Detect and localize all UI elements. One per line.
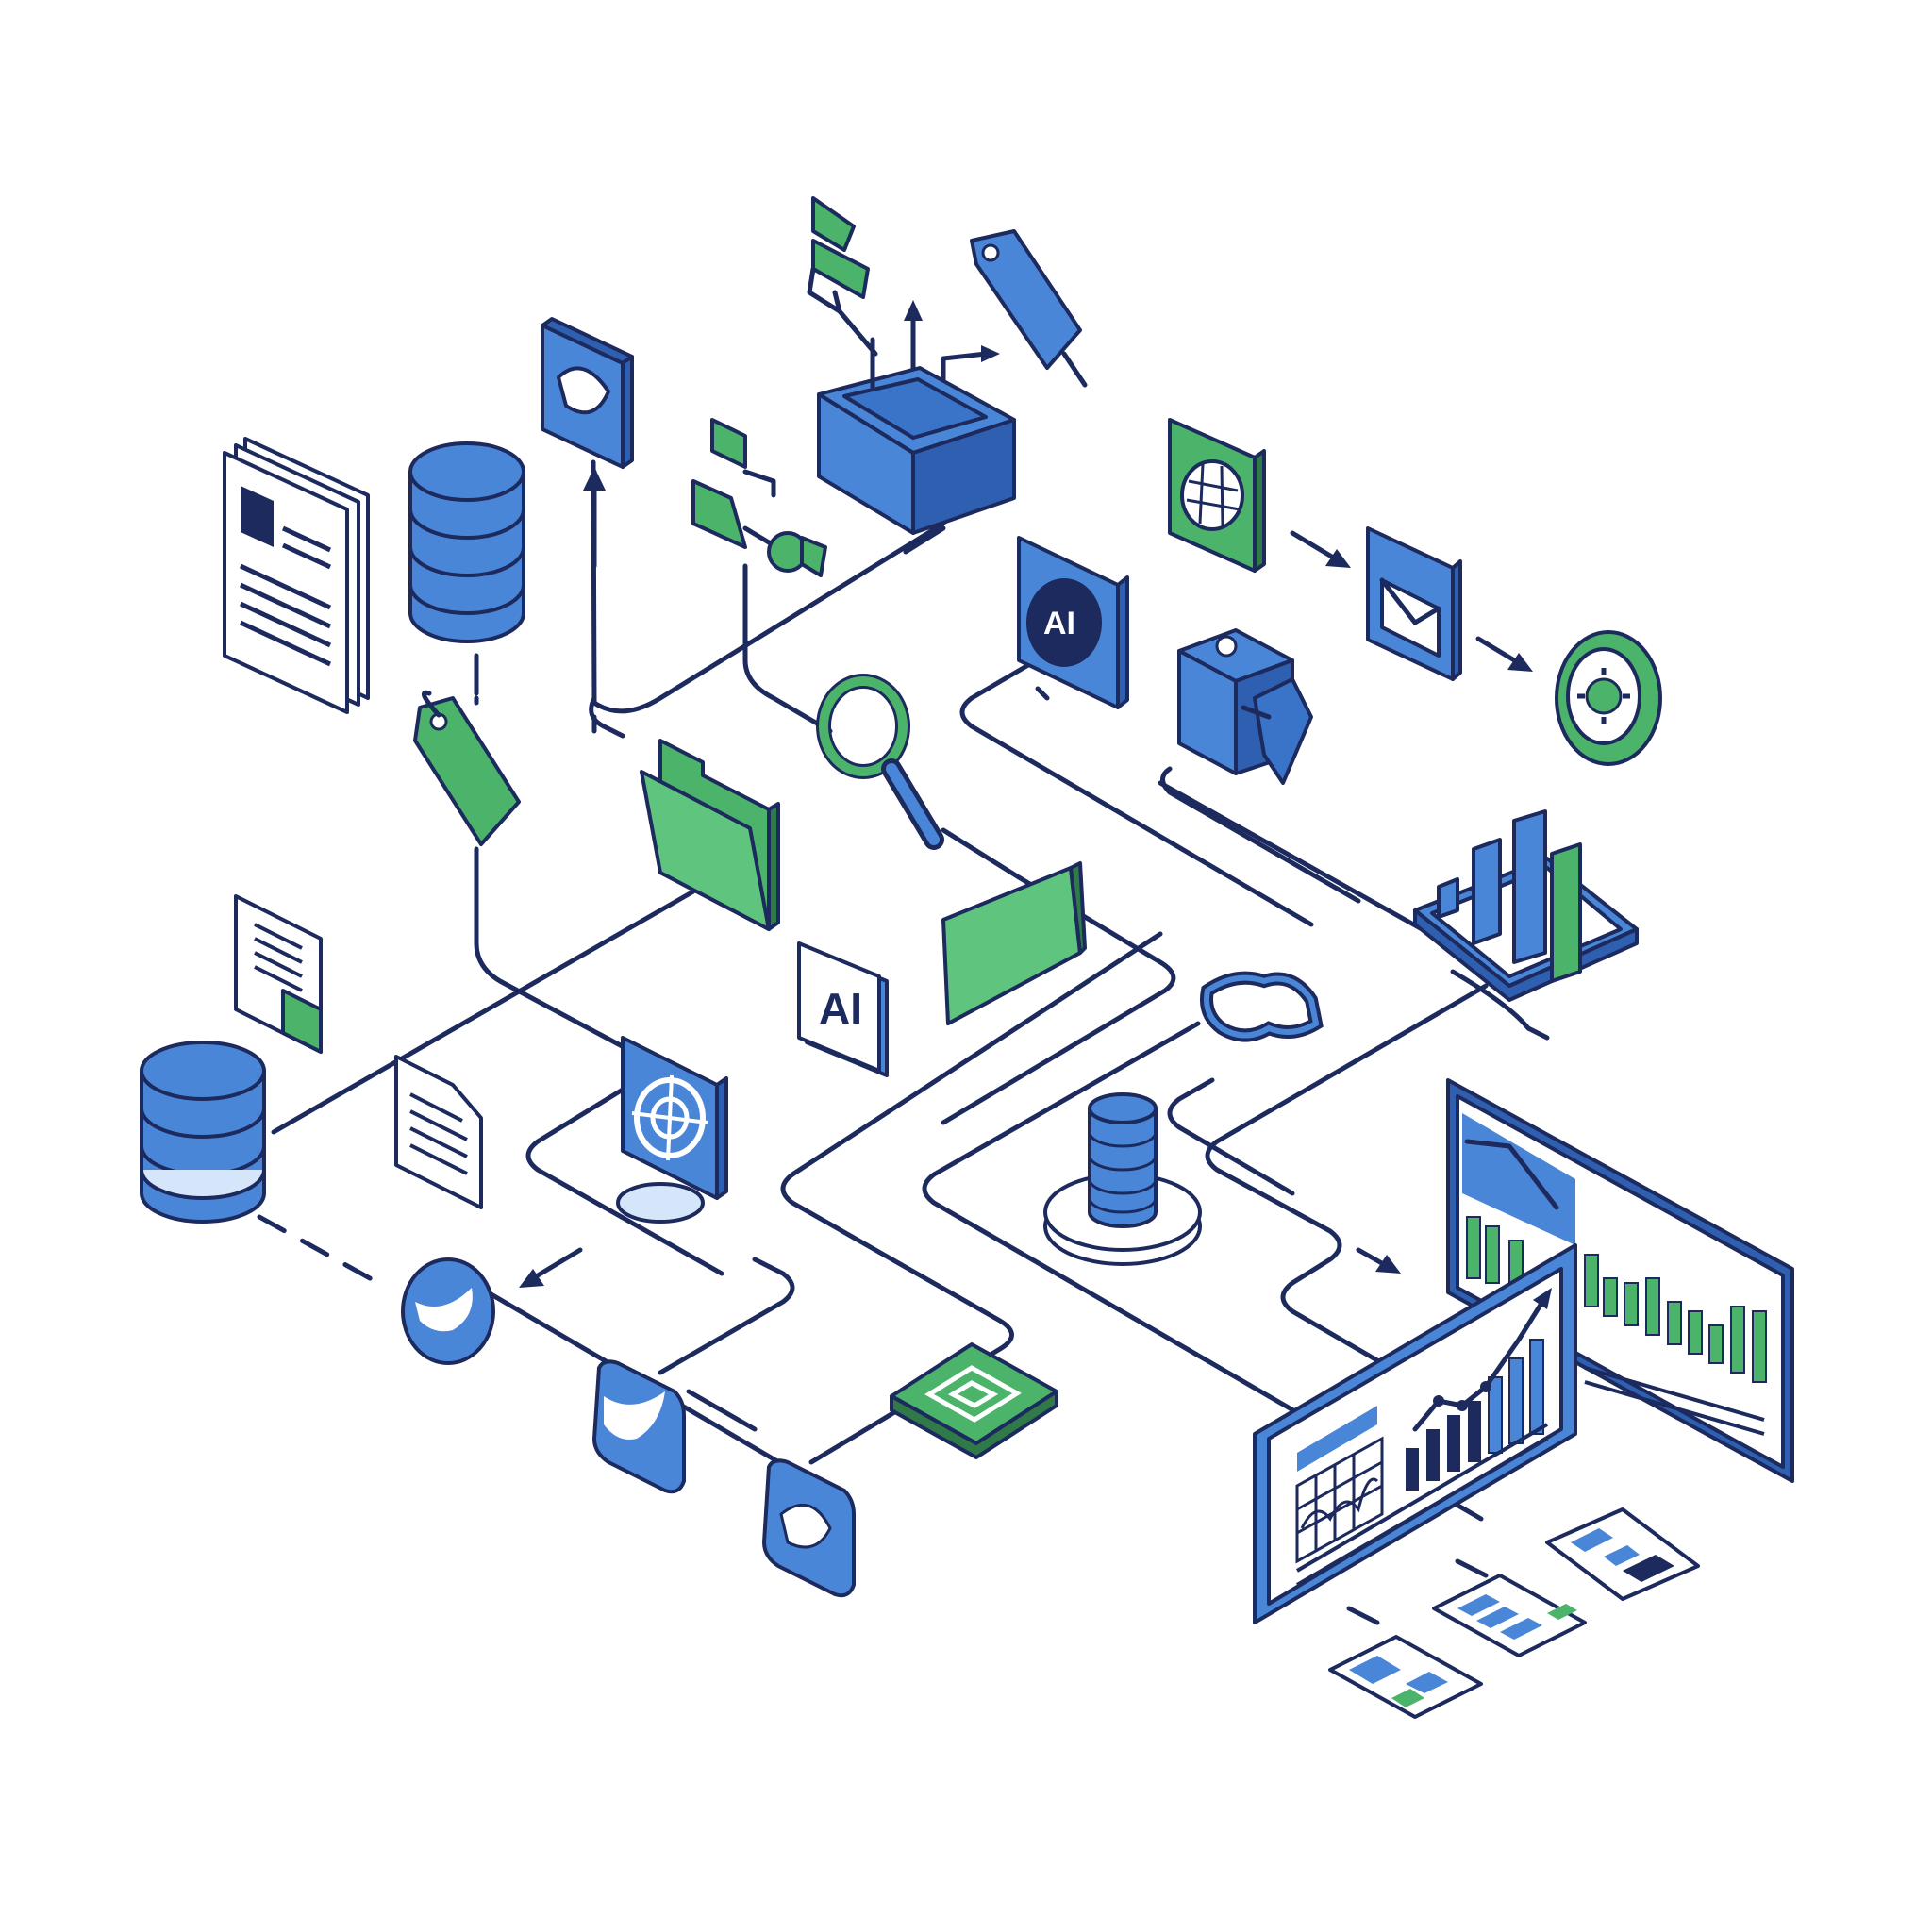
arrows	[519, 300, 1533, 1288]
ai-chip-icon: AI	[797, 941, 889, 1077]
database-left-icon	[140, 1041, 266, 1224]
ai-badge-icon: AI	[1017, 536, 1129, 709]
social-bird-circle-icon	[401, 1257, 495, 1365]
file-document-icon	[394, 1055, 483, 1209]
chat-bubble-square-icon	[541, 317, 634, 469]
dashboard-cards-icon	[1328, 1507, 1700, 1719]
magnifier-icon	[816, 674, 944, 850]
gear-outline-icon	[1200, 971, 1324, 1042]
ai-badge-label: AI	[1043, 606, 1075, 641]
report-document-icon	[234, 894, 323, 1054]
target-monitor-icon	[616, 1036, 728, 1224]
social-bird-square-icon	[592, 1359, 686, 1494]
app-tile-icon	[762, 1458, 856, 1598]
ai-chip-label: AI	[819, 984, 862, 1033]
dashboard-back-monitor-icon	[1446, 1078, 1794, 1483]
bar-chart-platform-icon	[1413, 809, 1639, 1002]
folder-network-icon	[691, 418, 827, 577]
storage-box-icon	[807, 196, 1016, 535]
document-stack-icon	[223, 437, 370, 714]
folder-green-left-icon	[640, 739, 780, 931]
envelope-square-icon	[1366, 526, 1462, 681]
network-globe-icon	[1168, 418, 1266, 573]
folder-green-right-icon	[941, 861, 1087, 1025]
dashboard-front-monitor-icon	[1253, 1243, 1577, 1624]
gear-circle-icon	[1555, 630, 1662, 766]
green-chip-tile-icon	[890, 1342, 1058, 1459]
coin-stack-database-icon	[1043, 1092, 1202, 1266]
database-top-icon	[408, 441, 525, 643]
robot-processor-icon	[1177, 628, 1313, 785]
price-tag-green-icon	[413, 690, 521, 846]
price-tag-blue-icon	[970, 229, 1088, 388]
